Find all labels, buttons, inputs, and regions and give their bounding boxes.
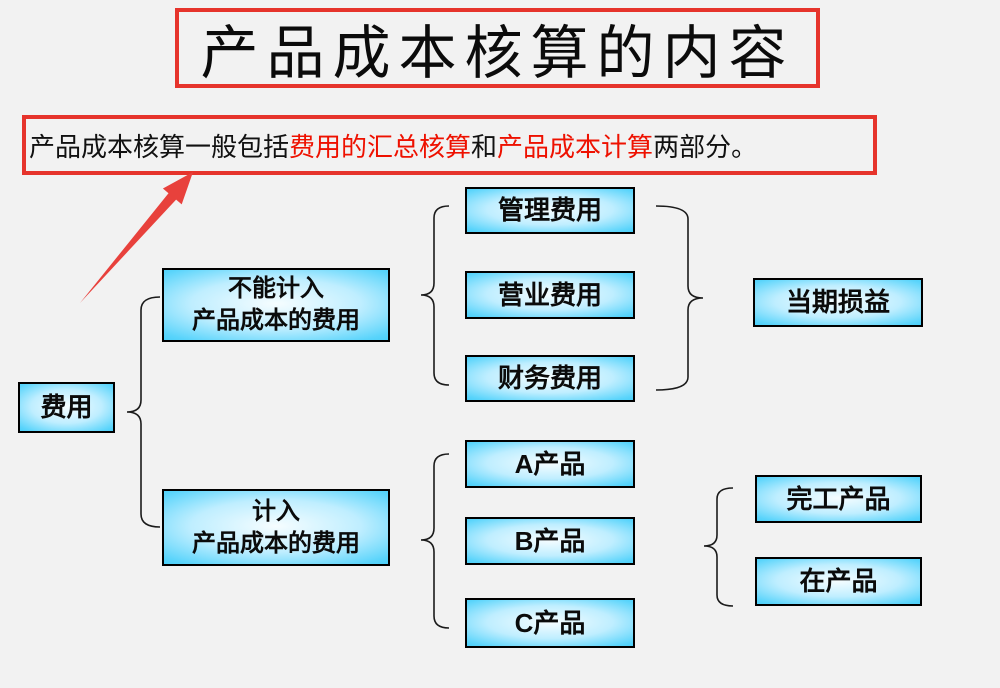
node-work-in-process: 在产品 — [755, 557, 922, 606]
node-label: 管理费用 — [497, 195, 602, 226]
subtitle-box: 产品成本核算一般包括费用的汇总核算和产品成本计算两部分。 — [22, 115, 877, 175]
node-label: 财务费用 — [497, 363, 602, 394]
node-label-line2: 产品成本的费用 — [192, 529, 360, 557]
subtitle-segment-highlight: 产品成本计算 — [497, 132, 654, 162]
right-brace-result-icon — [655, 205, 704, 391]
subtitle-segment-highlight: 费用的汇总核算 — [289, 132, 472, 162]
node-admin-expense: 管理费用 — [465, 187, 635, 234]
node-label: 完工产品 — [786, 483, 891, 514]
subtitle-segment: 两部分。 — [653, 132, 758, 162]
node-label: 在产品 — [799, 566, 878, 597]
left-brace-excluded-icon — [420, 205, 450, 386]
node-label: 当期损益 — [785, 287, 890, 318]
node-label-line1: 计入 — [252, 497, 300, 525]
title-box: 产品成本核算的内容 — [175, 8, 820, 88]
left-brace-products-icon — [703, 487, 734, 607]
node-label: A产品 — [514, 448, 586, 479]
node-excluded-fees: 不能计入 产品成本的费用 — [162, 268, 390, 342]
node-label: 费用 — [40, 392, 93, 423]
node-product-c: C产品 — [465, 598, 635, 648]
node-included-fees: 计入 产品成本的费用 — [162, 489, 390, 566]
node-financial-expense: 财务费用 — [465, 355, 635, 402]
node-current-profit-loss: 当期损益 — [753, 278, 923, 327]
subtitle-segment: 产品成本核算一般包括 — [29, 132, 290, 162]
left-brace-included-icon — [420, 453, 450, 629]
left-brace-fee-icon — [126, 296, 161, 528]
slide-title: 产品成本核算的内容 — [200, 21, 795, 86]
node-label: 营业费用 — [497, 279, 602, 310]
node-label-line1: 不能计入 — [228, 275, 324, 303]
node-fee: 费用 — [18, 382, 115, 433]
node-product-b: B产品 — [465, 517, 635, 565]
node-finished-products: 完工产品 — [755, 475, 922, 523]
node-label-line2: 产品成本的费用 — [192, 307, 360, 334]
node-product-a: A产品 — [465, 440, 635, 488]
subtitle-segment: 和 — [471, 132, 498, 162]
node-label: C产品 — [514, 607, 586, 638]
node-selling-expense: 营业费用 — [465, 271, 635, 319]
node-label: B产品 — [514, 525, 586, 556]
